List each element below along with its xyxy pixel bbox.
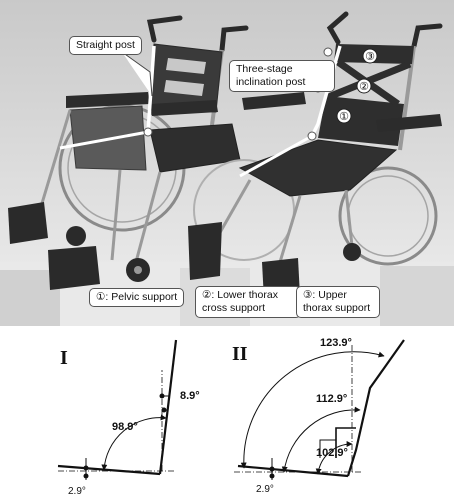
lower-thorax-text-line1: ②: Lower thorax [202,289,278,301]
marker-2: ② [359,81,369,93]
diagram-2-arc-bottom [315,440,353,475]
diagram-1-seat-line [57,464,161,476]
marker-1-circle [336,108,352,124]
diagram-2-angle-seat-tilt: 2.9° [256,484,274,495]
three-stage-joint-3 [323,47,333,57]
diagram-1-seat-dot-top [83,465,89,471]
angle-diagrams-svg: I 98.9° 8.9° 2 [57,337,405,497]
straight-post-pointer [121,51,153,97]
diagram-2-arc-middle [281,406,361,473]
diagram-1-seat-dot-bottom [83,473,89,479]
diagram-2-angle-bottom: 102.9° [316,447,348,459]
marker-3: ③ [365,51,375,63]
diagram-1-title: I [60,347,68,369]
wheelchair-photo: ① ② ③ Straight post Three-stage inclinat… [0,0,454,326]
diagram-2-angle-top: 123.9° [320,337,352,349]
diagram-2-seat-dot-top [269,466,275,472]
diagram-2-angle-middle: 112.9° [316,393,347,405]
diagram-1: I 98.9° 8.9° 2 [57,339,200,497]
upper-thorax-text-line2: thorax support [303,302,371,314]
diagram-2-back-line [346,339,405,477]
diagram-2-seat-dot-bottom [269,473,275,479]
three-stage-joint-1 [307,131,317,141]
diagram-1-tilt-dot-bottom [161,407,167,413]
diagram-2-arc-top [240,351,385,469]
straight-post-label: Straight post [69,36,142,55]
left-wheelchair [8,15,249,290]
diagram-1-angle-seat-back: 98.9° [112,421,138,433]
diagram-1-angle-seat-tilt: 2.9° [68,486,86,497]
pelvic-support-label: ①: Pelvic support [89,288,185,307]
diagram-2: II 123.9° 112.9° 102.9° [232,337,405,495]
diagram-2-seat-line [237,464,349,478]
straight-post-joint [143,127,153,137]
marker-2-circle [356,78,372,94]
three-stage-post-label: Three-stage inclination post [229,60,335,92]
diagram-2-title: II [232,343,248,365]
angle-diagrams: I 98.9° 8.9° 2 [0,326,454,500]
straight-post-text: Straight post [76,39,135,51]
upper-thorax-label: ③: Upper thorax support [296,286,380,318]
lower-thorax-text-line2: cross support [202,302,266,314]
three-stage-seat-highlight [239,134,313,178]
diagram-1-angle-back-tilt: 8.9° [180,390,200,402]
three-stage-text-line1: Three-stage [236,63,293,75]
marker-3-circle [362,48,378,64]
straight-post-seat-highlight [59,130,149,150]
diagram-1-arc-seat-back [101,414,167,471]
pelvic-support-text: ①: Pelvic support [96,291,178,303]
three-stage-text-line2: inclination post [236,76,306,88]
lower-thorax-label: ②: Lower thorax cross support [195,286,301,318]
upper-thorax-text-line1: ③: Upper [303,289,347,301]
wheelchair-illustration: ① ② ③ [0,11,454,326]
diagram-1-tilt-dot-top [159,393,165,399]
marker-1: ① [339,111,349,123]
